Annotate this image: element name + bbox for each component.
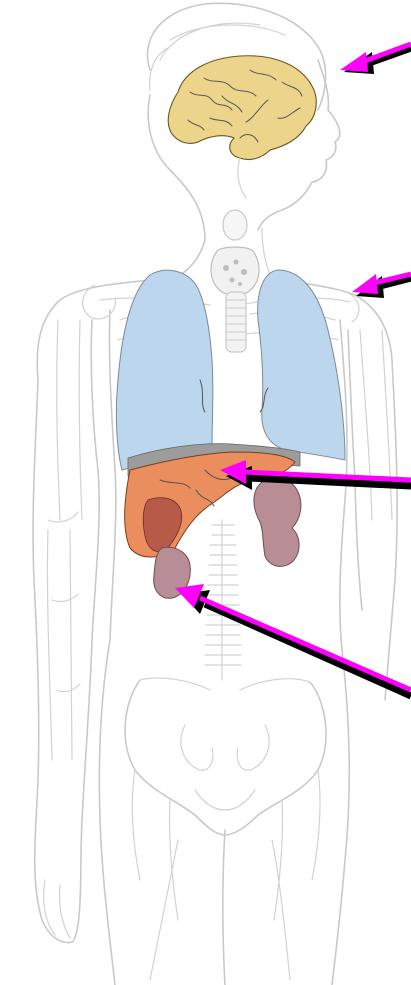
arrow-lungs xyxy=(352,274,411,298)
brain-shape xyxy=(168,56,316,160)
lung-left xyxy=(116,270,213,470)
brain xyxy=(168,56,316,198)
arrow-brain xyxy=(340,44,411,74)
thyroid-trachea xyxy=(211,210,259,352)
kidney-right xyxy=(254,479,301,567)
